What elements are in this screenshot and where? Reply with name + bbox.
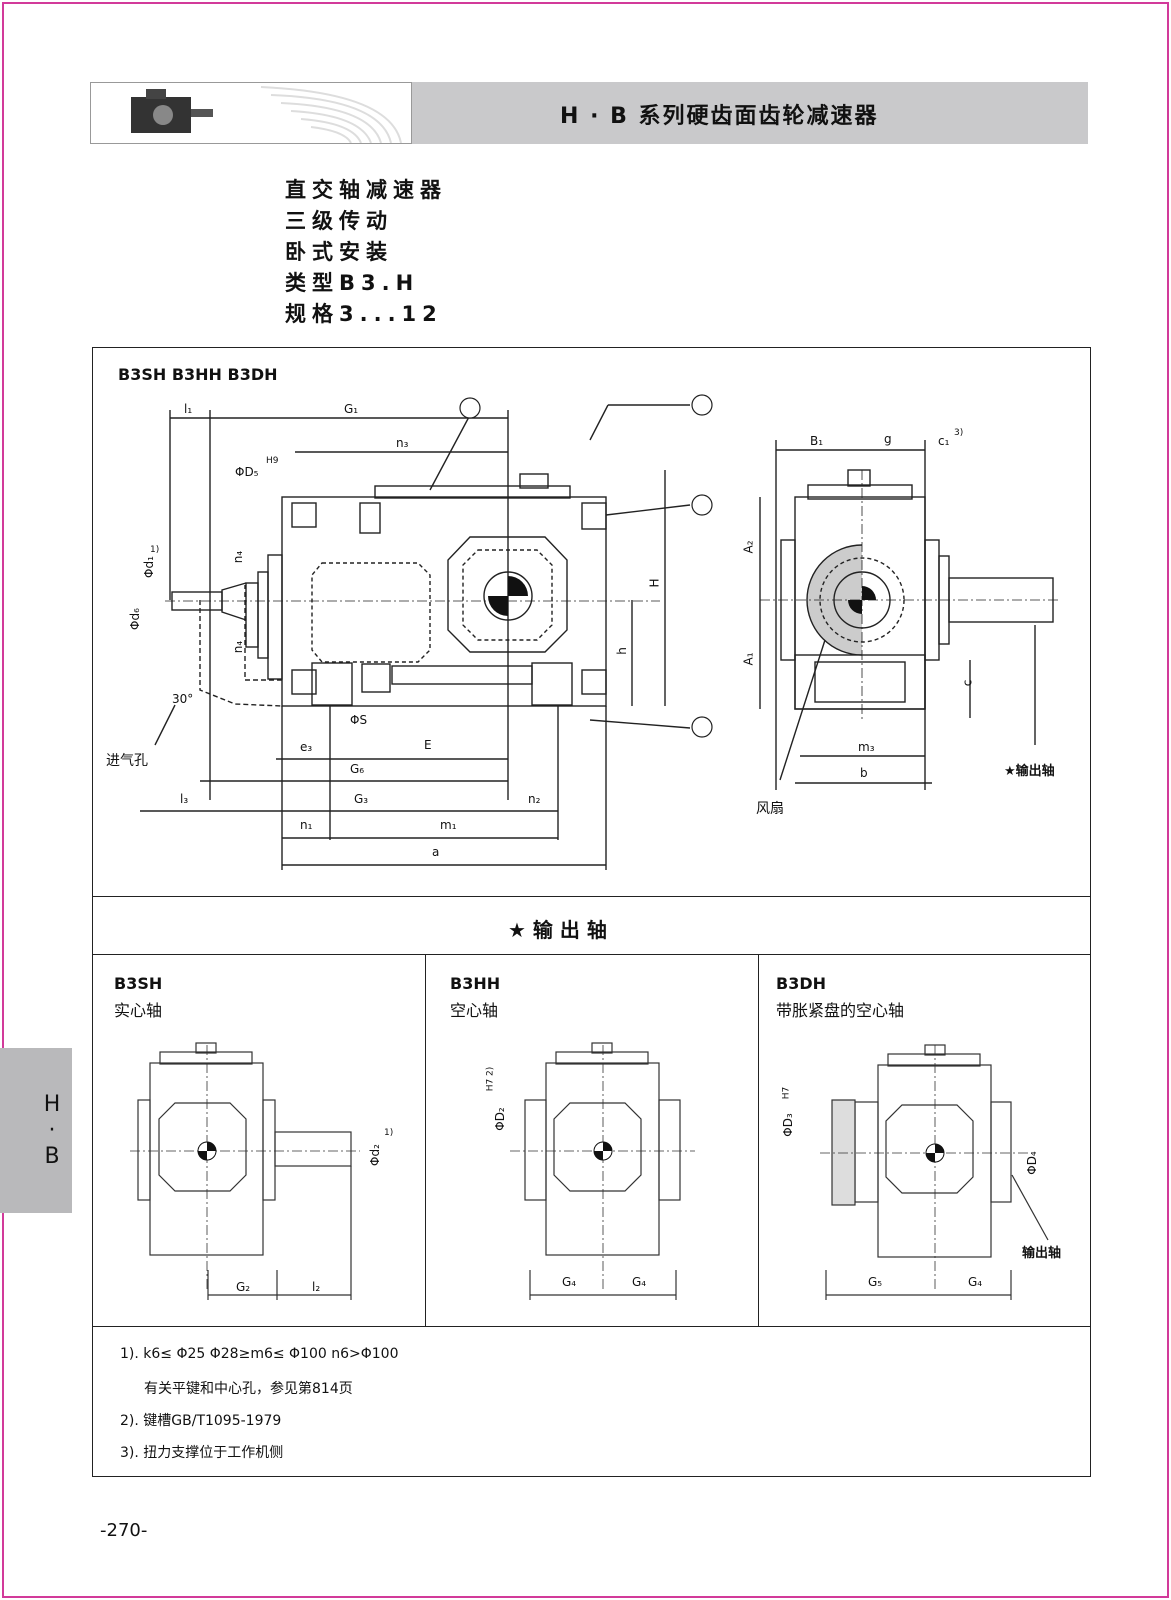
divider (758, 954, 759, 1326)
dim-label: n₃ (396, 436, 409, 450)
dim-label: c (960, 679, 975, 687)
variant-code: B3HH (450, 974, 501, 993)
dim-label: G₄ (968, 1275, 983, 1289)
fill-symbol-icon (459, 397, 481, 419)
dim-label: G₄ (632, 1275, 647, 1289)
drawing-title: B3SH B3HH B3DH (118, 365, 278, 384)
vent-symbol-icon (691, 394, 713, 416)
dim-label: 3) (954, 428, 964, 438)
center-marker-icon (848, 586, 876, 614)
divider (92, 896, 1091, 897)
intro-line: 卧式安装 (285, 240, 393, 264)
center-marker-icon (488, 576, 528, 616)
drain-symbol-icon (691, 716, 713, 738)
dim-label: A₂ (741, 540, 756, 554)
level-symbol-icon (691, 494, 713, 516)
dim-label: m₁ (440, 818, 457, 832)
divider (425, 954, 426, 1326)
dim-label: h (614, 647, 629, 655)
dim-label: 30° (172, 692, 194, 706)
dim-label: Φd₁ (141, 556, 156, 578)
variant-code: B3SH (114, 974, 163, 993)
dim-label: A₁ (741, 652, 756, 666)
divider (92, 954, 1091, 955)
side-tab-label: H · B (43, 1092, 61, 1169)
dim-label: ΦS (350, 713, 368, 727)
center-marker-icon (197, 1141, 217, 1161)
dim-label: H7 2) (485, 1066, 496, 1092)
dim-label: g (884, 432, 892, 446)
dim-label: n₄ (231, 550, 246, 564)
page-title: H · B 系列硬齿面齿轮减速器 (560, 104, 879, 129)
center-marker-icon (925, 1143, 945, 1163)
dim-label: G₃ (354, 792, 369, 806)
dim-label: G₄ (562, 1275, 577, 1289)
variant-desc: 带胀紧盘的空心轴 (776, 1001, 905, 1020)
center-marker-icon (593, 1141, 613, 1161)
dim-label: 1) (384, 1128, 394, 1138)
dim-label: n₁ (300, 818, 313, 832)
note-3: 3). 扭力支撑位于工作机侧 (120, 1445, 284, 1461)
dim-label: G₅ (868, 1275, 883, 1289)
air-hole-label: 进气孔 (106, 753, 148, 769)
dim-label: n₄ (231, 640, 246, 654)
dim-label: e₃ (300, 740, 313, 754)
dim-label: G₆ (350, 762, 365, 776)
side-tab (0, 1048, 72, 1213)
dim-label: E (424, 738, 432, 752)
dim-label: G₁ (344, 402, 359, 416)
variant-code: B3DH (776, 974, 826, 993)
intro-line: 直交轴减速器 (285, 178, 447, 202)
dim-label: ΦD₄ (1024, 1151, 1039, 1175)
dim-label: ΦD₃ (780, 1113, 795, 1137)
note-1: 1). k6≤ Φ25 Φ28≥m6≤ Φ100 n6>Φ100 (120, 1346, 399, 1362)
dim-label: l₃ (180, 792, 189, 806)
dim-label: b (860, 766, 868, 780)
dim-label: a (432, 845, 440, 859)
output-shaft-label: ★输出轴 (1004, 764, 1055, 779)
drawing-frame (92, 347, 1091, 1477)
dim-label: c₁ (938, 434, 950, 448)
note-1-detail: 有关平键和中心孔，参见第814页 (144, 1381, 353, 1397)
dim-label: G₂ (236, 1280, 251, 1294)
dim-label: H (647, 578, 662, 588)
dim-label: m₃ (858, 740, 875, 754)
intro-line: 类型B3.H (285, 271, 420, 295)
gear-reducer-thumbnail (131, 86, 402, 143)
divider (92, 1326, 1091, 1327)
variant-desc: 空心轴 (450, 1001, 499, 1020)
intro-line: 三级传动 (285, 209, 393, 233)
page-number: -270- (100, 1520, 148, 1541)
dim-label: l₂ (312, 1280, 321, 1294)
dim-label: ΦD₅ (235, 465, 259, 479)
fan-label: 风扇 (756, 801, 784, 817)
header-thumbnail (90, 82, 412, 144)
dim-label: Φd₆ (127, 608, 142, 630)
dim-label: H7 (781, 1086, 792, 1100)
dim-label: l₁ (184, 402, 193, 416)
dim-label: H9 (266, 456, 279, 466)
dim-label: Φd₂ (367, 1144, 382, 1166)
dim-label: 1) (150, 545, 160, 555)
intro-line: 规格3...12 (285, 302, 443, 326)
intro-block: 直交轴减速器 三级传动 卧式安装 类型B3.H 规格3...12 (285, 175, 447, 330)
variant-desc: 实心轴 (114, 1001, 163, 1020)
output-shaft-label: 输出轴 (1022, 1246, 1062, 1261)
dim-label: B₁ (810, 434, 824, 448)
output-section-title: ★ 输 出 轴 (508, 918, 607, 942)
dim-label: ΦD₂ (492, 1107, 507, 1131)
dim-label: n₂ (528, 792, 541, 806)
note-2: 2). 键槽GB/T1095-1979 (120, 1413, 282, 1429)
